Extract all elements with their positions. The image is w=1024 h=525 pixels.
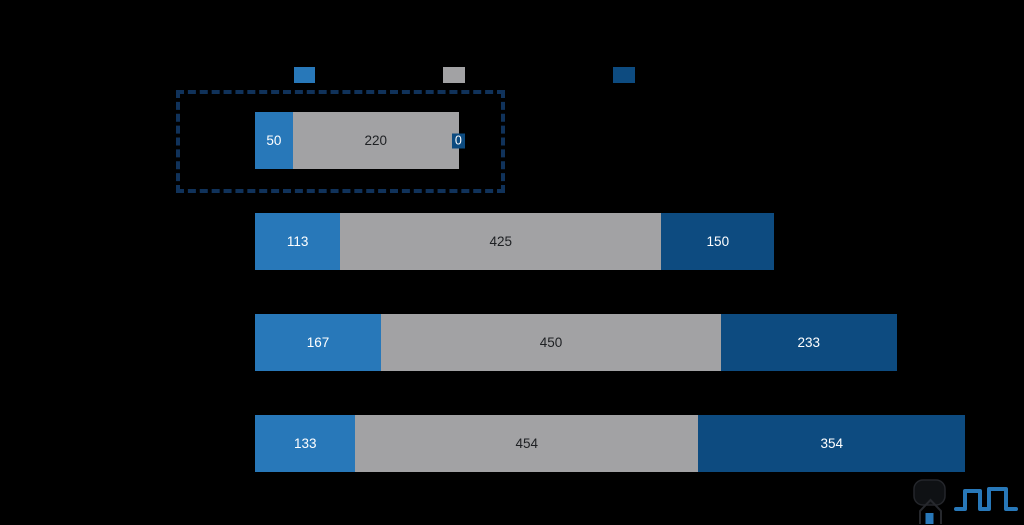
segment-value-label: 454 [515, 436, 539, 451]
bar-segment-gray: 454 [355, 415, 699, 472]
square-wave-icon [954, 487, 1018, 511]
bar-segment-gray: 450 [381, 314, 721, 371]
bar-segment-gray: 425 [340, 213, 662, 270]
bar-row: 113 425 150 [255, 213, 775, 270]
segment-value-label: 133 [293, 436, 317, 451]
legend-swatch-gray [443, 67, 465, 83]
pen-nib-icon [913, 479, 946, 524]
bar-segment-blue: 50 [255, 112, 293, 169]
bar-row: 133 454 354 [255, 415, 966, 472]
bar-segment-blue: 113 [255, 213, 341, 270]
segment-value-label: 150 [706, 234, 730, 249]
segment-value-label: 425 [489, 234, 513, 249]
legend-swatch-dark-blue [613, 67, 635, 83]
bar-row: 167 450 233 [255, 314, 897, 371]
segment-value-label: 50 [266, 133, 282, 148]
segment-value-label: 113 [286, 234, 309, 249]
legend-swatch-blue [294, 67, 315, 83]
segment-value-label: 220 [364, 133, 388, 148]
segment-value-label: 167 [306, 335, 330, 350]
bar-segment-blue: 133 [255, 415, 356, 472]
segment-value-label: 0 [451, 133, 465, 148]
bar-segment-gray: 220 [292, 112, 459, 169]
segment-value-label: 354 [820, 436, 844, 451]
bar-segment-blue: 167 [255, 314, 382, 371]
bar-segment-dark-blue: 233 [720, 314, 897, 371]
bar-segment-dark-blue: 354 [698, 415, 966, 472]
bar-segment-dark-blue: 150 [661, 213, 775, 270]
highlight-box [176, 90, 505, 193]
segment-value-label: 233 [797, 335, 821, 350]
bar-row: 50 220 0 [255, 112, 465, 169]
segment-value-label: 450 [539, 335, 563, 350]
